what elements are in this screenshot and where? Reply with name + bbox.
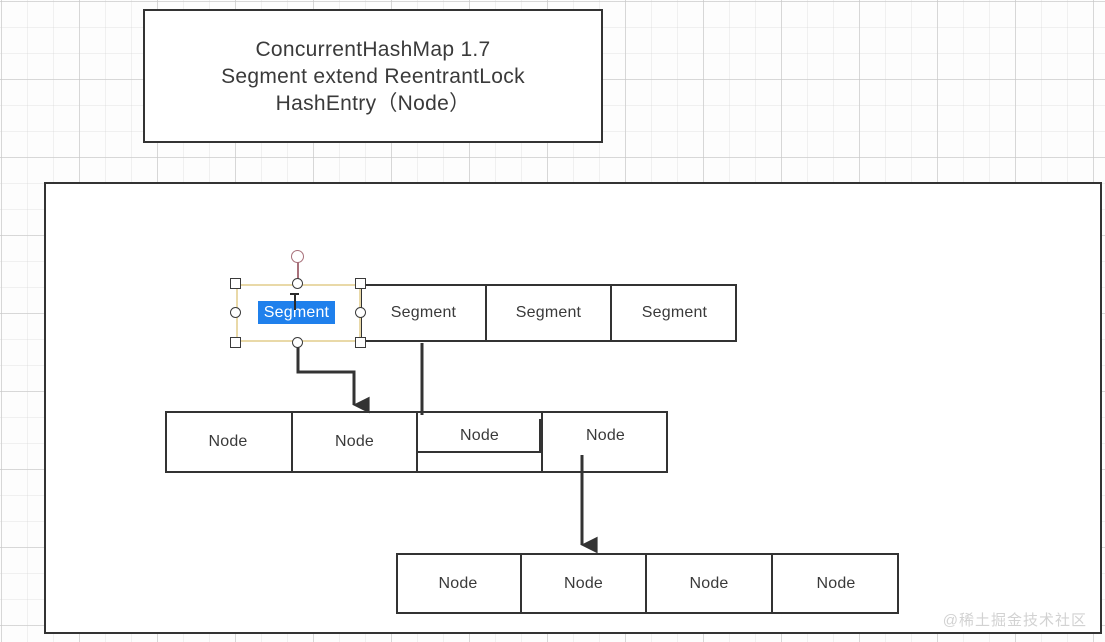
node-bottom-divider-2 — [645, 553, 647, 614]
title-line-1: ConcurrentHashMap 1.7 — [255, 37, 491, 61]
title-line-2: Segment extend ReentrantLock — [221, 64, 525, 88]
title-box[interactable]: ConcurrentHashMap 1.7 Segment extend Ree… — [143, 9, 603, 143]
node-overlay-rect-right — [541, 441, 581, 473]
node-overlay-rect-left — [416, 419, 541, 453]
resize-handle-bottom-right[interactable] — [355, 337, 366, 348]
node-bottom-divider-1 — [520, 553, 522, 614]
rotate-handle-stem — [297, 262, 299, 284]
resize-handle-top-right[interactable] — [355, 278, 366, 289]
rotate-handle[interactable] — [291, 250, 304, 263]
resize-handle-top-left[interactable] — [230, 278, 241, 289]
connect-handle-bottom[interactable] — [292, 337, 303, 348]
node-middle-divider-1 — [291, 411, 293, 473]
watermark: @稀土掘金技术社区 — [942, 612, 1087, 629]
connect-handle-left[interactable] — [230, 307, 241, 318]
node-row-bottom[interactable] — [396, 553, 899, 614]
title-line-3: HashEntry（Node） — [275, 91, 471, 115]
connect-handle-right[interactable] — [355, 307, 366, 318]
text-cursor-icon — [294, 293, 296, 310]
connect-handle-top[interactable] — [292, 278, 303, 289]
segment-divider-3 — [610, 284, 612, 342]
selected-text-highlight[interactable]: Segment — [258, 301, 335, 324]
node-bottom-divider-3 — [771, 553, 773, 614]
resize-handle-bottom-left[interactable] — [230, 337, 241, 348]
segment-divider-2 — [485, 284, 487, 342]
